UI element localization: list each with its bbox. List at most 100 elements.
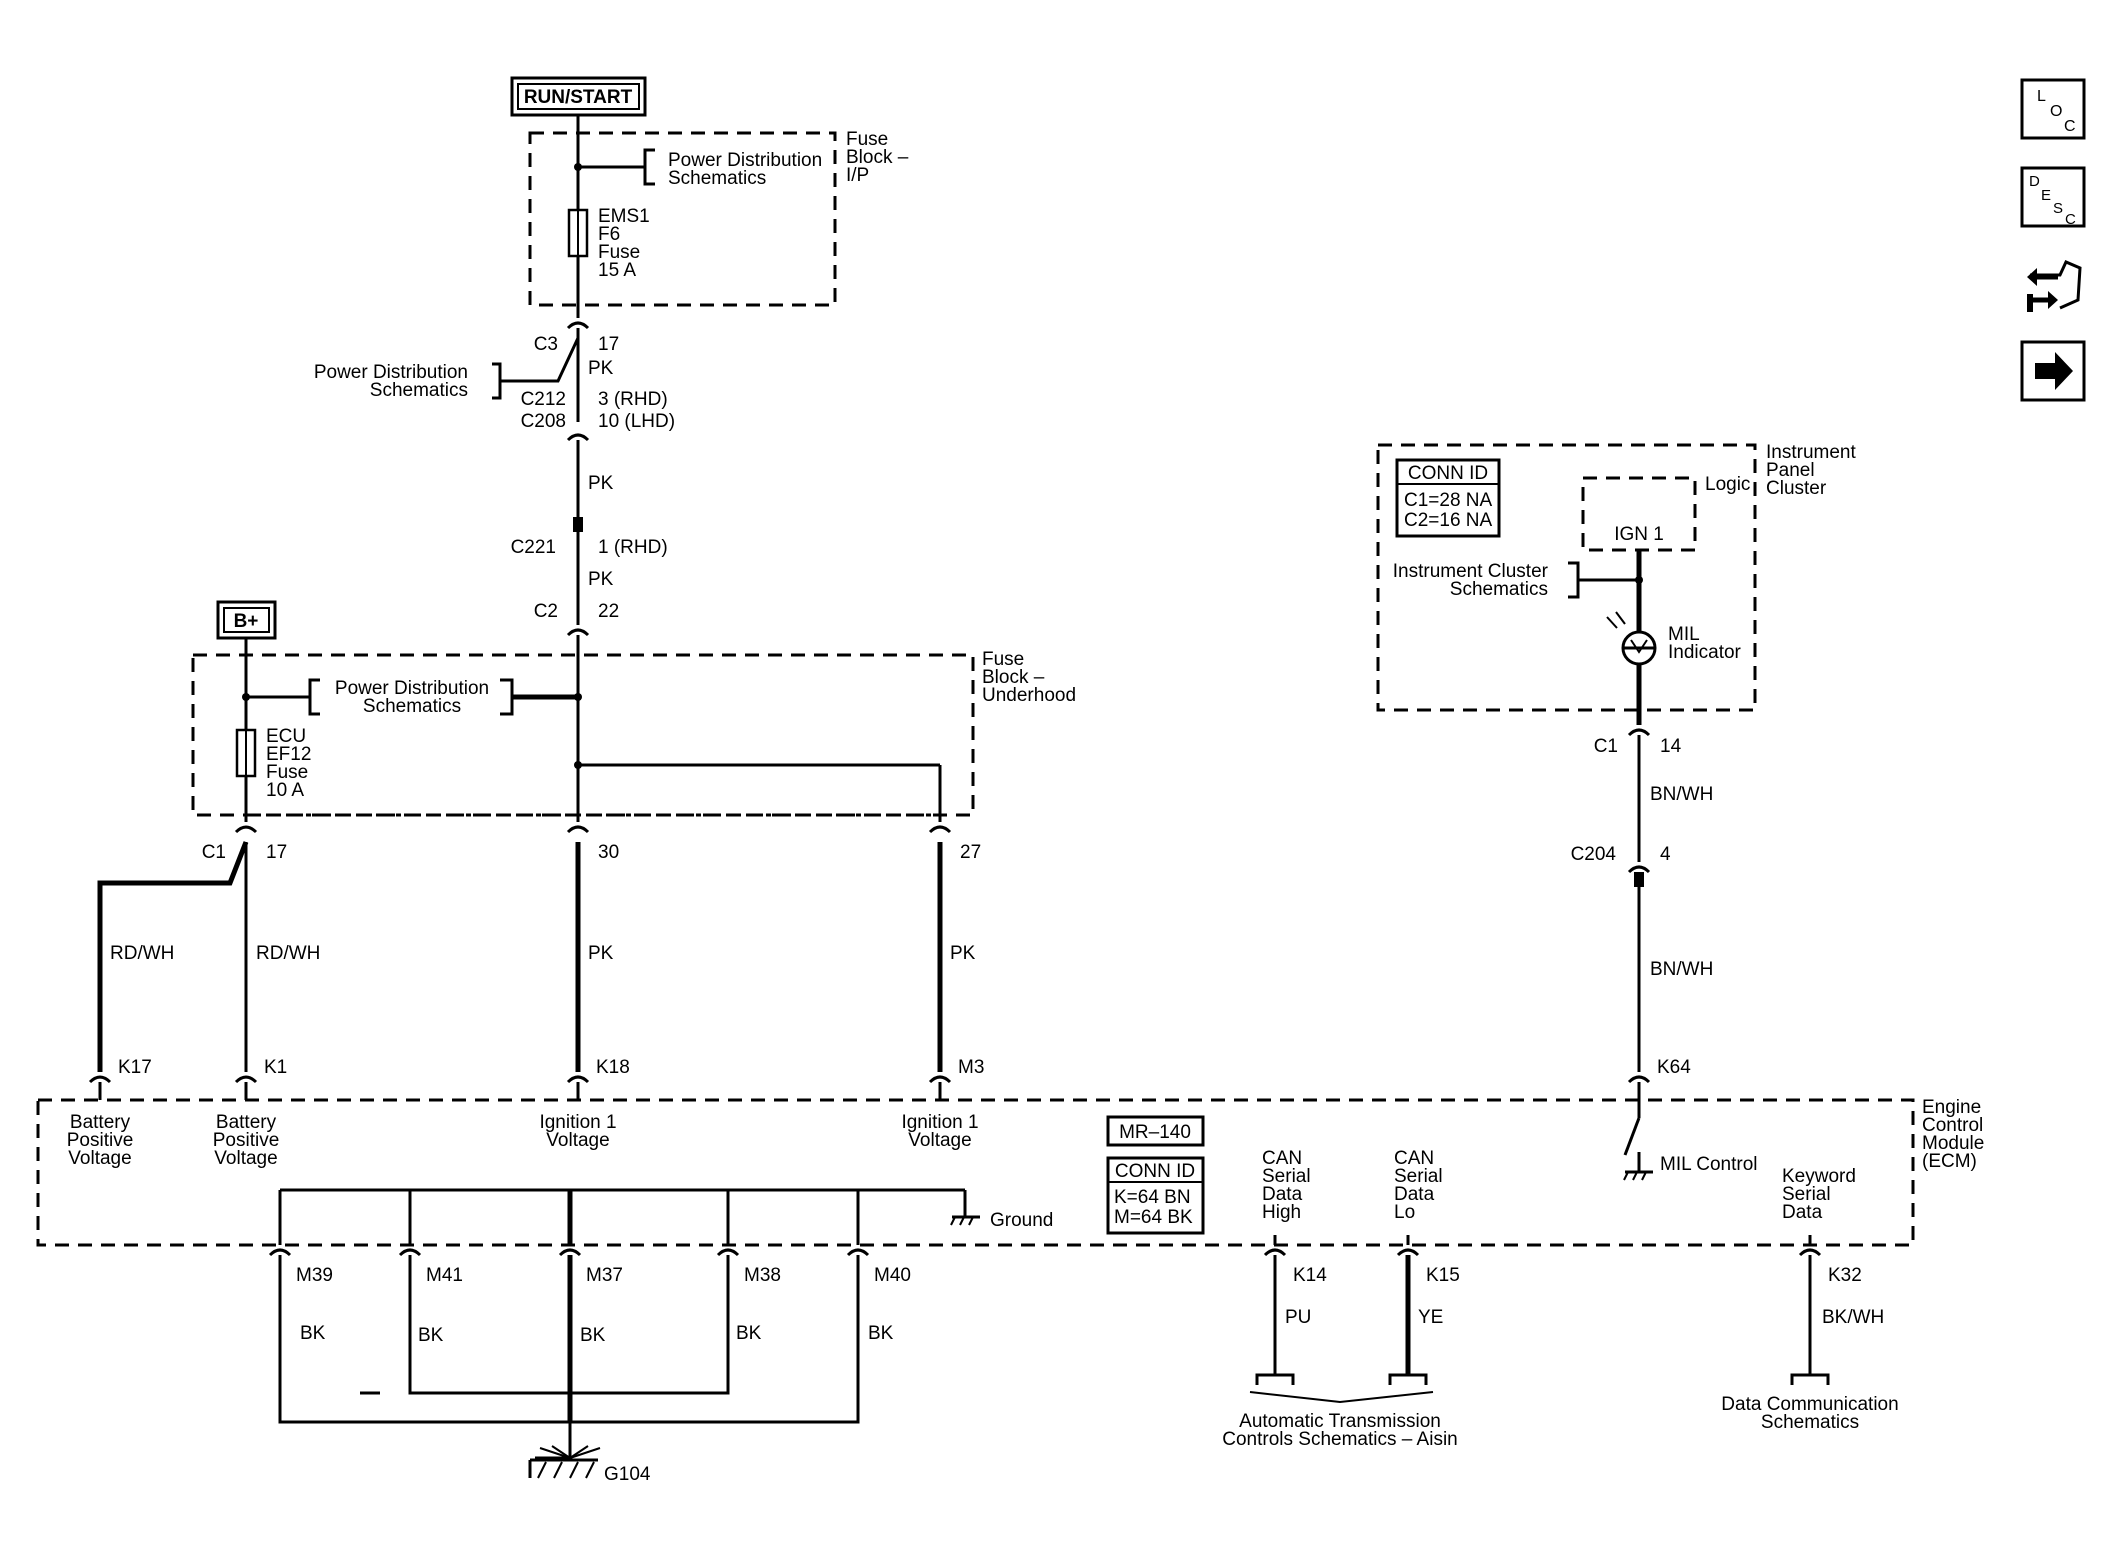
pin-k64: K64 <box>1657 1057 1691 1078</box>
svg-text:Voltage: Voltage <box>214 1148 277 1169</box>
underhood-c1-label: C1 <box>202 842 226 863</box>
svg-text:EF12: EF12 <box>266 744 311 765</box>
svg-text:Fuse: Fuse <box>598 242 640 263</box>
svg-text:Schematics: Schematics <box>370 380 468 401</box>
pin-k1: K1 <box>264 1057 287 1078</box>
can-high-label: CAN Serial Data High <box>1262 1148 1311 1223</box>
ecm-title: Engine Control Module (ECM) <box>1922 1097 1984 1172</box>
svg-text:Lo: Lo <box>1394 1202 1415 1223</box>
wire-bk-m39: BK <box>300 1323 326 1344</box>
mr140-label: MR–140 <box>1119 1122 1191 1143</box>
pin-m39: M39 <box>296 1265 333 1286</box>
svg-text:Voltage: Voltage <box>68 1148 131 1169</box>
ecm-conn-k: K=64 BN <box>1114 1187 1191 1208</box>
c204-connector <box>1634 872 1644 887</box>
pin-k15: K15 <box>1426 1265 1460 1286</box>
wire-bkwh: BK/WH <box>1822 1307 1884 1328</box>
c212-c208-connector <box>566 433 590 442</box>
svg-text:MIL: MIL <box>1668 624 1700 645</box>
data-communication-schematics-ref[interactable]: Data Communication Schematics <box>1721 1394 1898 1433</box>
wire-bk-m38: BK <box>736 1323 762 1344</box>
next-arrow-icon[interactable] <box>2020 340 2086 402</box>
g104-ground-icon <box>528 1458 598 1479</box>
svg-text:Power Distribution: Power Distribution <box>314 362 468 383</box>
pin-m41: M41 <box>426 1265 463 1286</box>
loc-icon[interactable]: L O C <box>2020 78 2086 140</box>
wire-ye: YE <box>1418 1307 1443 1328</box>
svg-text:C: C <box>2065 211 2076 228</box>
svg-text:Panel: Panel <box>1766 460 1815 481</box>
ipc-title: Instrument Panel Cluster <box>1766 442 1856 499</box>
svg-text:Data: Data <box>1394 1184 1435 1205</box>
mil-control-switch <box>1623 1117 1641 1156</box>
pin-k32: K32 <box>1828 1265 1862 1286</box>
pin-k18: K18 <box>596 1057 630 1078</box>
wire-pk-4: PK <box>588 943 614 964</box>
c204-label: C204 <box>1571 844 1617 865</box>
svg-text:Controls Schematics – Aisin: Controls Schematics – Aisin <box>1222 1429 1458 1450</box>
ip-pd-schematics-ref[interactable]: Power Distribution Schematics <box>668 150 822 189</box>
svg-text:E: E <box>2041 187 2051 204</box>
at-controls-schematics-ref[interactable]: Automatic Transmission Controls Schemati… <box>1222 1411 1458 1450</box>
c221-pin: 1 (RHD) <box>598 537 668 558</box>
mr140-box <box>1106 1115 1205 1147</box>
wire-pu: PU <box>1285 1307 1311 1328</box>
svg-text:15 A: 15 A <box>598 260 636 281</box>
pin-m40: M40 <box>874 1265 911 1286</box>
underhood-pd-schematics-ref[interactable]: Power Distribution Schematics <box>335 678 489 717</box>
c204-pin: 4 <box>1660 844 1671 865</box>
svg-text:Schematics: Schematics <box>1761 1412 1859 1433</box>
svg-text:Instrument Cluster: Instrument Cluster <box>1393 561 1549 582</box>
svg-text:Schematics: Schematics <box>668 168 766 189</box>
mil-indicator-lamp-icon <box>1606 611 1657 666</box>
svg-text:Voltage: Voltage <box>546 1130 609 1151</box>
fuse-block-underhood-title: Fuse Block – Underhood <box>982 649 1076 706</box>
c212-label: C212 <box>521 389 566 410</box>
upper-pd-schematics-ref[interactable]: Power Distribution Schematics <box>314 362 468 401</box>
desc-icon[interactable]: D E S C <box>2020 166 2086 228</box>
keyword-serial-data-label: Keyword Serial Data <box>1782 1166 1856 1223</box>
c3-pin: 17 <box>598 334 619 355</box>
wire-pk-1: PK <box>588 358 614 379</box>
fuse-ems1-label: EMS1 F6 Fuse 15 A <box>598 206 650 281</box>
svg-text:Positive: Positive <box>67 1130 134 1151</box>
instrument-cluster-schematics-ref[interactable]: Instrument Cluster Schematics <box>1393 561 1549 600</box>
svg-text:CAN: CAN <box>1394 1148 1434 1169</box>
svg-text:Keyword: Keyword <box>1782 1166 1856 1187</box>
ecm-ground-label: Ground <box>990 1210 1053 1231</box>
svg-text:Power Distribution: Power Distribution <box>668 150 822 171</box>
svg-text:Underhood: Underhood <box>982 685 1076 706</box>
bplus-label: B+ <box>234 611 259 632</box>
svg-text:Schematics: Schematics <box>1450 579 1548 600</box>
c1-pin30-connector <box>566 825 590 834</box>
ipc-conn-c2: C2=16 NA <box>1404 510 1493 531</box>
fuse-ef12-label: ECU EF12 Fuse 10 A <box>266 726 311 801</box>
mil-control-label: MIL Control <box>1660 1154 1758 1175</box>
ipc-conn-id-box <box>1395 458 1501 538</box>
ecm-input-m3-label: Ignition 1 Voltage <box>901 1112 978 1151</box>
pin-17: 17 <box>266 842 287 863</box>
svg-text:Control: Control <box>1922 1115 1983 1136</box>
ipc-c1-label: C1 <box>1594 736 1618 757</box>
pin-k14: K14 <box>1293 1265 1327 1286</box>
wire-pk-3: PK <box>588 569 614 590</box>
ipc-conn-id-title: CONN ID <box>1408 463 1488 484</box>
ipc-conn-c1: C1=28 NA <box>1404 490 1493 511</box>
g104-label: G104 <box>604 1464 651 1485</box>
wire-pk-2: PK <box>588 473 614 494</box>
svg-text:S: S <box>2053 200 2063 217</box>
ign1-label: IGN 1 <box>1614 524 1664 545</box>
connector-hand-icon[interactable] <box>2022 250 2084 326</box>
svg-text:Power Distribution: Power Distribution <box>335 678 489 699</box>
svg-text:Fuse: Fuse <box>982 649 1024 670</box>
wire-bnwh-2: BN/WH <box>1650 959 1713 980</box>
fuse-block-ip-title: Fuse Block – I/P <box>846 129 909 186</box>
pin-m38: M38 <box>744 1265 781 1286</box>
svg-text:O: O <box>2050 103 2062 120</box>
svg-text:Ignition 1: Ignition 1 <box>901 1112 978 1133</box>
svg-text:EMS1: EMS1 <box>598 206 650 227</box>
c221-connector <box>573 517 583 532</box>
svg-text:Battery: Battery <box>216 1112 277 1133</box>
svg-text:Instrument: Instrument <box>1766 442 1856 463</box>
